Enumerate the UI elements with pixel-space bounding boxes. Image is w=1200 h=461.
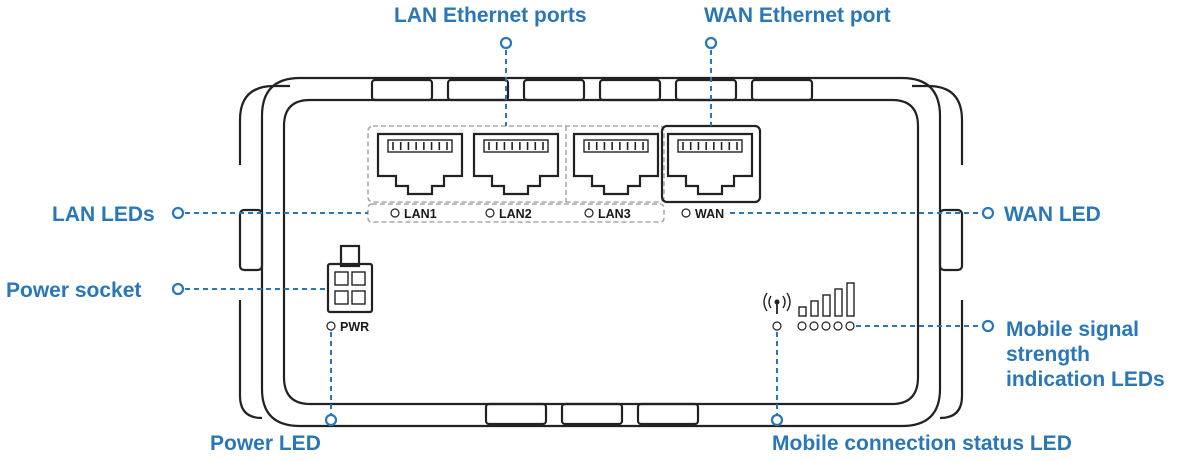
pwr-label: PWR xyxy=(340,320,369,334)
top-vent-1 xyxy=(370,78,434,102)
bumper-outline xyxy=(260,76,942,428)
top-vent-5 xyxy=(674,78,738,102)
lan1-label: LAN1 xyxy=(404,207,437,221)
power-pin-4 xyxy=(351,290,366,305)
leader-dot-lan-leds xyxy=(171,206,185,220)
mobile-status-led xyxy=(772,321,782,331)
callout-mobile-signal-line3: indication LEDs xyxy=(1006,368,1165,391)
side-tab-left xyxy=(238,208,264,272)
lan2-port xyxy=(472,132,560,196)
signal-led-3 xyxy=(821,321,831,331)
lan2-port-contact-strip xyxy=(483,139,549,153)
power-pin-1 xyxy=(334,271,349,286)
lan3-port-outline xyxy=(572,132,660,196)
lan3-label: LAN3 xyxy=(598,207,631,221)
lan2-led xyxy=(485,208,495,218)
bumper-corner-bottom-right xyxy=(939,300,964,420)
power-socket xyxy=(326,244,374,314)
leader-dot-wan-port xyxy=(704,36,718,50)
power-pin-3 xyxy=(334,290,349,305)
top-vent-3 xyxy=(522,78,586,102)
signal-led-1 xyxy=(797,321,807,331)
signal-led-5 xyxy=(845,321,855,331)
callout-mobile-signal-line2: strength xyxy=(1006,343,1090,366)
body-inner-outline xyxy=(282,98,920,406)
leader-dot-power-led xyxy=(324,413,338,427)
wan-port-surround xyxy=(660,124,762,204)
signal-bar-3 xyxy=(822,294,831,317)
lan1-port xyxy=(376,132,464,196)
lan1-port-outline xyxy=(376,132,464,196)
bumper-corner-bottom-left xyxy=(238,300,263,420)
lan-ports-group-box xyxy=(367,125,665,203)
power-pin-2 xyxy=(351,271,366,286)
callout-power-socket: Power socket xyxy=(6,279,141,302)
wan-led xyxy=(681,208,691,218)
leader-dot-mobile-status xyxy=(770,413,784,427)
wan-port-contact-strip xyxy=(677,139,743,153)
bumper-corner-top-right xyxy=(912,84,964,165)
callout-power-led: Power LED xyxy=(210,432,321,455)
lan1-port-contact-strip xyxy=(387,139,453,153)
callout-wan-ethernet-port: WAN Ethernet port xyxy=(704,4,891,27)
bottom-vent-1 xyxy=(484,402,548,426)
leader-dot-lan-ports xyxy=(499,36,513,50)
bottom-vent-3 xyxy=(636,402,700,426)
callout-mobile-signal-line1: Mobile signal xyxy=(1006,318,1139,341)
power-socket-body xyxy=(326,262,374,314)
leader-dot-mobile-signal xyxy=(981,319,995,333)
lan3-port-contact-strip xyxy=(583,139,649,153)
lan2-port-outline xyxy=(472,132,560,196)
signal-bar-2 xyxy=(810,300,819,317)
signal-led-4 xyxy=(833,321,843,331)
callout-lan-leds: LAN LEDs xyxy=(52,203,155,226)
lan3-port xyxy=(572,132,660,196)
callout-lan-ethernet-ports: LAN Ethernet ports xyxy=(394,4,587,27)
lan1-led xyxy=(390,208,400,218)
signal-led-2 xyxy=(809,321,819,331)
bottom-vent-2 xyxy=(560,402,624,426)
wan-port-outline xyxy=(666,132,754,196)
lan2-label: LAN2 xyxy=(499,207,532,221)
pwr-led xyxy=(326,321,336,331)
leader-dot-power-socket xyxy=(171,282,185,296)
signal-bar-4 xyxy=(834,288,843,317)
callout-wan-led: WAN LED xyxy=(1004,203,1101,226)
signal-bar-1 xyxy=(798,306,807,317)
signal-strength-icon xyxy=(798,282,855,317)
top-vent-4 xyxy=(598,78,662,102)
bumper-corner-top-left xyxy=(238,84,290,165)
leader-dot-wan-led xyxy=(981,206,995,220)
side-tab-right xyxy=(938,208,964,272)
lan3-led xyxy=(584,208,594,218)
top-vent-2 xyxy=(446,78,510,102)
power-socket-latch xyxy=(339,244,361,268)
signal-bar-5 xyxy=(846,282,855,317)
antenna-icon xyxy=(763,292,791,314)
wan-port xyxy=(666,132,754,196)
router-body xyxy=(238,76,964,428)
top-vent-6 xyxy=(750,78,814,102)
wan-label: WAN xyxy=(695,207,724,221)
callout-mobile-connection-status-led: Mobile connection status LED xyxy=(772,432,1072,455)
